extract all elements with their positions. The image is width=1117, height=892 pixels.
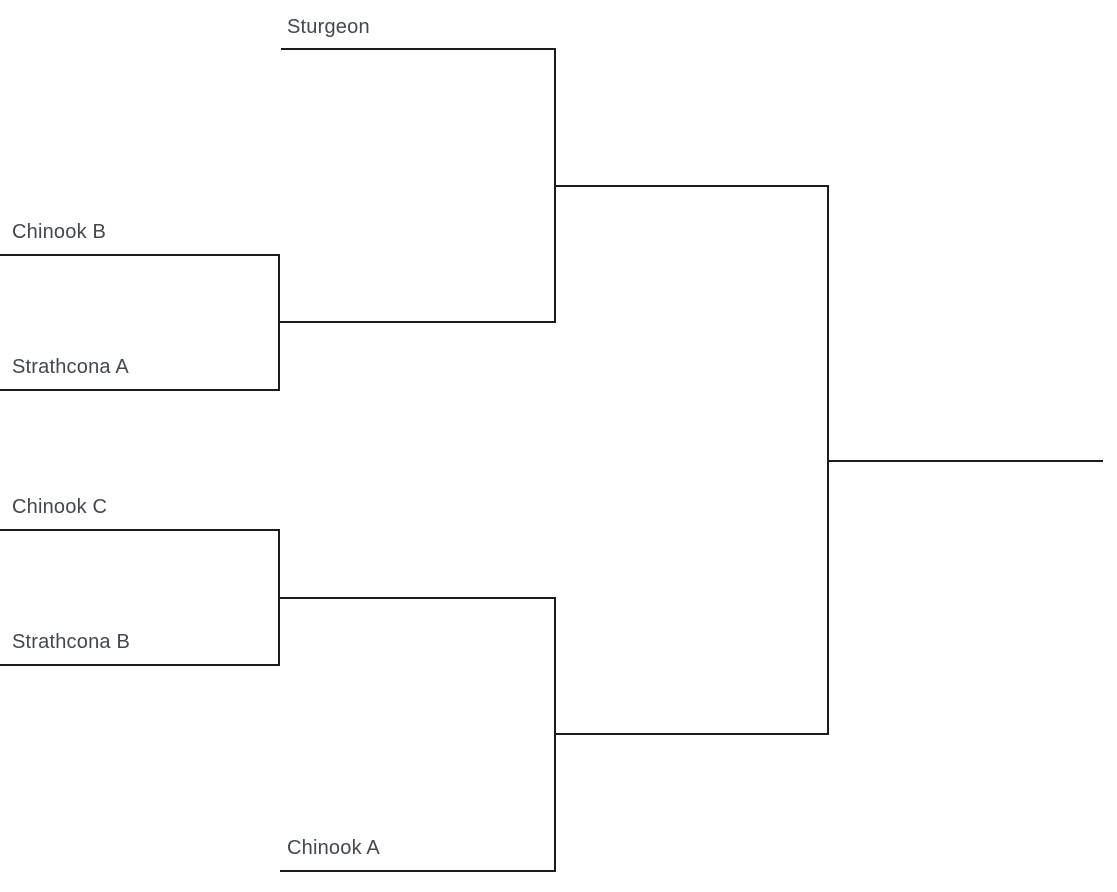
chinook-b-line (0, 254, 280, 256)
sturgeon-bye-line (281, 48, 556, 50)
chinook-a-bye-line (280, 870, 556, 872)
match2-winner-line (278, 597, 556, 599)
strathcona-a-line (0, 389, 280, 391)
match1-winner-line (278, 321, 556, 323)
team-label-strathcona-b: Strathcona B (12, 631, 131, 653)
team-label-chinook-a: Chinook A (287, 837, 380, 859)
team-label-strathcona-a: Strathcona A (12, 356, 129, 378)
semifinal2-winner-line (554, 733, 829, 735)
semifinal1-winner-line (554, 185, 829, 187)
team-label-sturgeon: Sturgeon (287, 16, 370, 38)
final-winner-line (827, 460, 1103, 462)
chinook-c-line (0, 529, 280, 531)
team-label-chinook-c: Chinook C (12, 496, 108, 518)
strathcona-b-line (0, 664, 280, 666)
team-label-chinook-b: Chinook B (12, 221, 107, 243)
